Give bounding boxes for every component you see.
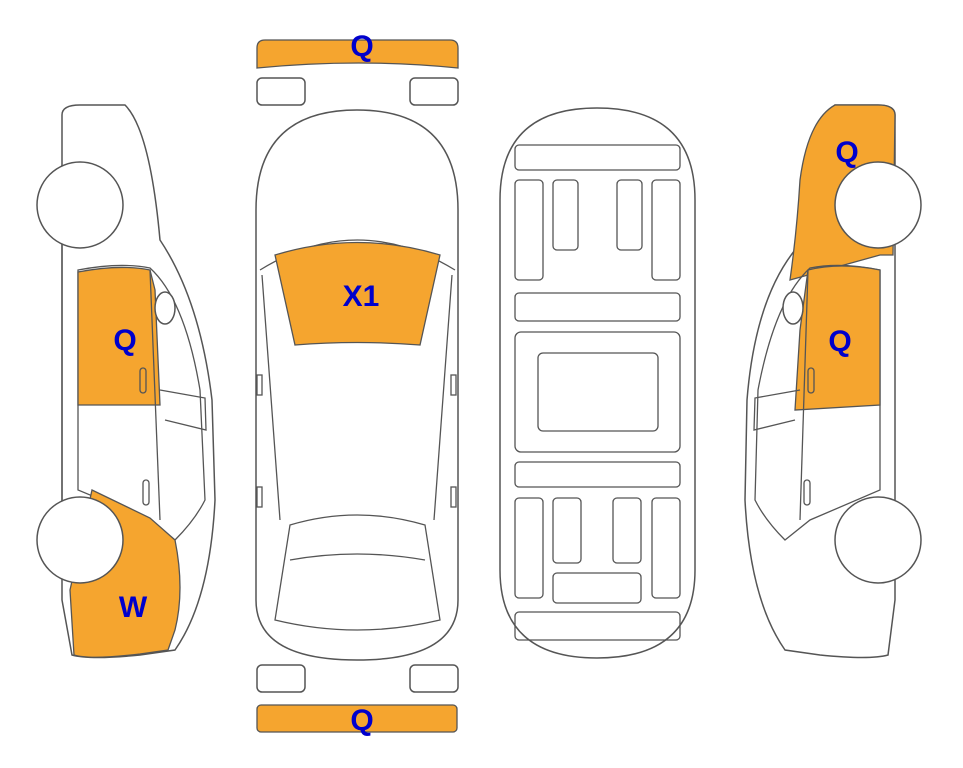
left-side-view: Q W: [36, 104, 216, 659]
right-door-damage: [794, 265, 881, 411]
right-door-label: Q: [828, 325, 851, 358]
rear-bumper-damage: [256, 704, 458, 733]
left-front-wheel: [36, 161, 124, 249]
rear-bumper-label: Q: [350, 704, 373, 737]
top-view: Q X1 Q: [255, 30, 459, 737]
right-rear-wheel: [834, 161, 922, 249]
left-rear-quarter-label: W: [119, 591, 148, 624]
windshield-damage: [274, 241, 441, 346]
left-door-label: Q: [113, 324, 136, 357]
windshield-label: X1: [343, 280, 380, 313]
right-front-wheel: [834, 496, 922, 584]
underside-view: [499, 107, 696, 659]
right-side-view: Q Q: [744, 104, 922, 659]
right-rear-quarter-label: Q: [835, 136, 858, 169]
front-bumper-damage: [256, 39, 459, 69]
left-rear-wheel: [36, 496, 124, 584]
front-bumper-label: Q: [350, 30, 373, 63]
